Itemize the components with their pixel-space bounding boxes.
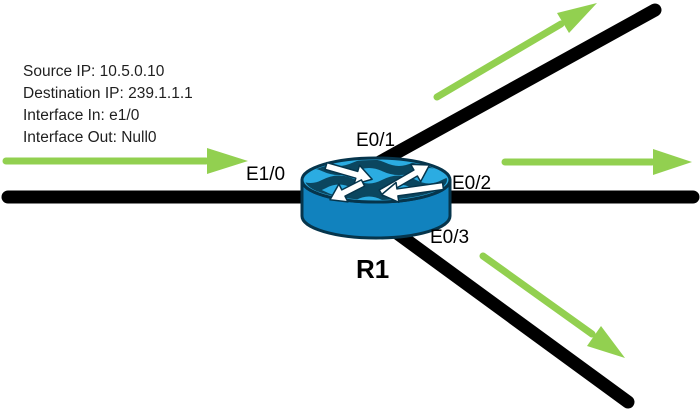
link-top-right [371,3,662,170]
link-bottom-right [383,221,635,409]
interface-label-e0-1: E0/1 [356,130,396,151]
flow-arrow-out-bottom-right [479,252,625,358]
flow-arrow-out-right [501,149,692,175]
router-name: R1 [356,254,390,284]
flow-arrow-out-top-right [433,3,597,101]
interface-label-e0-3: E0/3 [430,227,470,248]
router-icon [300,156,452,240]
interface-label-e0-2: E0/2 [452,173,492,194]
info-line-interface-in: Interface In: e1/0 [23,107,140,124]
router-arrows-icon [324,161,445,204]
interface-label-e1-0: E1/0 [246,164,286,185]
info-line-destination-ip: Destination IP: 239.1.1.1 [23,85,193,102]
info-line-source-ip: Source IP: 10.5.0.10 [23,63,165,80]
info-box: Source IP: 10.5.0.10 Destination IP: 239… [23,61,193,149]
flow-arrow-in-left [2,148,248,174]
info-line-interface-out: Interface Out: Null0 [23,129,157,146]
